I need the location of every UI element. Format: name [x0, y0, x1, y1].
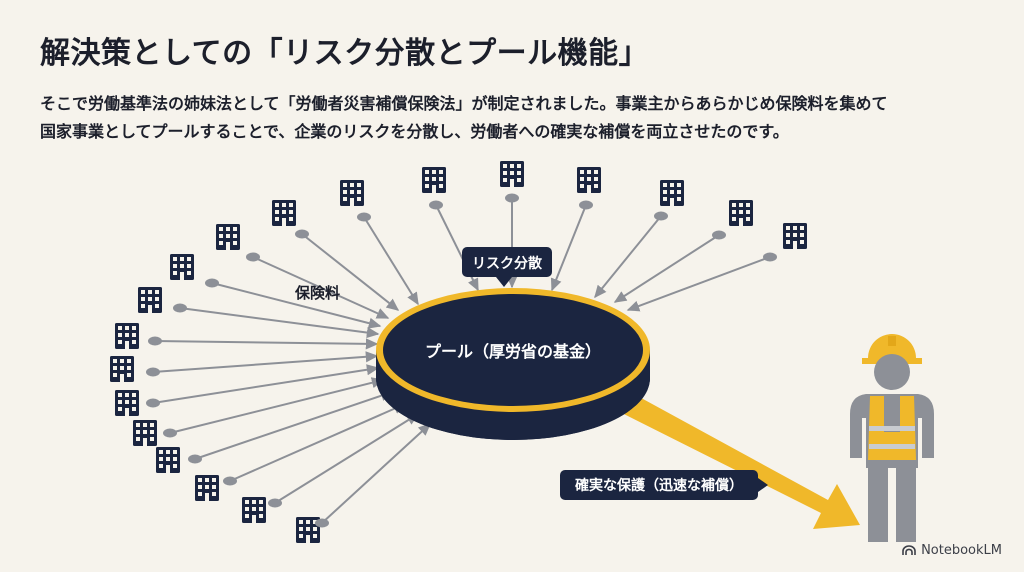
office-building-icon	[422, 167, 446, 193]
description: そこで労働基準法の姉妹法として「労働者災害補償保険法」が制定されました。事業主か…	[40, 90, 1000, 146]
premium-flow-arrow	[626, 256, 771, 312]
premium-flow-arrow	[301, 233, 400, 311]
office-building-icon	[272, 200, 296, 226]
premium-flow-arrow	[152, 364, 380, 404]
premium-source-dot	[505, 193, 519, 203]
premium-source-dot	[295, 229, 309, 239]
premium-flow-arrow	[252, 256, 390, 319]
premium-source-dot	[654, 211, 668, 221]
premium-flow-arrow	[594, 215, 662, 299]
premium-source-dot	[146, 367, 160, 377]
premium-flow-arrow	[152, 351, 379, 373]
premium-flow-arrow	[321, 423, 432, 524]
premium-flow-arrow	[179, 307, 380, 339]
premium-source-dot	[146, 398, 160, 408]
pool-disc	[376, 288, 650, 440]
protection-arrow	[600, 382, 860, 529]
office-building-icon	[242, 497, 266, 523]
pool-label: プール（厚労省の基金）	[425, 342, 601, 361]
office-building-icon	[115, 323, 139, 349]
office-building-icon	[340, 180, 364, 206]
premium-flow-arrow	[363, 216, 419, 306]
office-building-icon	[500, 161, 524, 187]
premium-source-dot	[429, 200, 443, 210]
office-building-icon	[216, 224, 240, 250]
premium-source-dot	[268, 498, 282, 508]
premium-source-dot	[173, 303, 187, 313]
office-building-icon	[138, 287, 162, 313]
premium-flow-arrow	[550, 204, 587, 292]
description-line-2: 国家事業としてプールすることで、企業のリスクを分散し、労働者への確実な補償を両立…	[40, 122, 789, 141]
premium-source-dot	[163, 428, 177, 438]
premium-flow-arrow	[169, 377, 385, 434]
office-building-icon	[660, 180, 684, 206]
premium-flow-arrow	[211, 282, 382, 329]
footer-brand: NotebookLM	[902, 543, 1002, 558]
premium-flow-arrow	[154, 338, 379, 350]
notebooklm-logo-icon	[902, 545, 916, 555]
premium-source-dot	[357, 212, 371, 222]
premium-flow-arrow	[194, 390, 394, 460]
premium-source-dot	[315, 518, 329, 528]
premium-flow-arrow	[274, 413, 420, 504]
premium-label: 保険料	[294, 284, 340, 302]
protection-label: 確実な保護（迅速な補償）	[575, 477, 743, 494]
premium-source-dot	[579, 200, 593, 210]
risk-distribution-label: リスク分散	[472, 255, 543, 272]
office-building-icon	[783, 223, 807, 249]
premium-source-dot	[246, 252, 260, 262]
premium-flow-arrow	[229, 403, 407, 482]
office-building-icon	[195, 475, 219, 501]
premium-source-dot	[763, 252, 777, 262]
protection-badge: 確実な保護（迅速な補償）	[560, 470, 768, 500]
premium-source-dot	[223, 476, 237, 486]
premium-source-dot	[205, 278, 219, 288]
construction-worker-icon	[850, 334, 934, 542]
office-building-icon	[110, 356, 134, 382]
premium-flow-arrow	[613, 234, 720, 303]
premium-source-dot	[188, 454, 202, 464]
office-building-icon	[577, 167, 601, 193]
office-building-icon	[156, 447, 180, 473]
office-building-icon	[115, 390, 139, 416]
office-building-icon	[170, 254, 194, 280]
risk-distribution-badge: リスク分散	[462, 247, 552, 287]
premium-source-dot	[148, 336, 162, 346]
page-title: 解決策としての「リスク分散とプール機能」	[40, 36, 650, 71]
office-building-icon	[729, 200, 753, 226]
description-line-1: そこで労働基準法の姉妹法として「労働者災害補償保険法」が制定されました。事業主か…	[40, 94, 888, 113]
premium-arrow-group	[146, 193, 777, 528]
premium-source-dot	[712, 230, 726, 240]
office-building-icon	[133, 420, 157, 446]
footer-brand-label: NotebookLM	[921, 543, 1002, 558]
